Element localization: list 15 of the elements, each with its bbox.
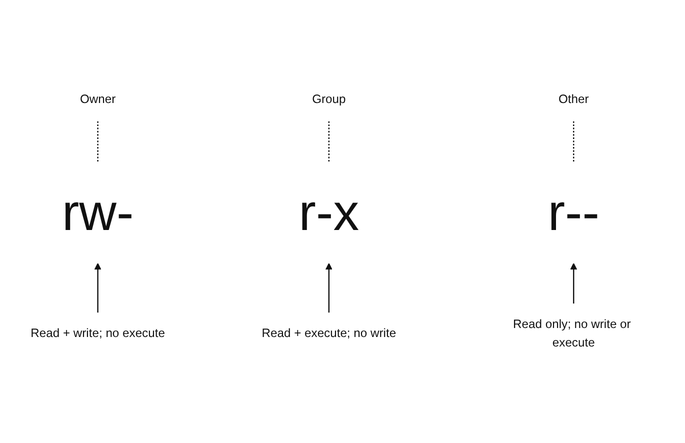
node-text: r-- (548, 183, 600, 242)
node-text: Other (558, 92, 589, 106)
node-text: Read only; no write or execute (513, 317, 631, 350)
node-text: r-x (298, 183, 360, 242)
arrow (94, 262, 102, 313)
connector (328, 121, 330, 162)
node-text: Group (312, 92, 346, 106)
node-text: rw- (62, 183, 134, 242)
connector (573, 121, 574, 162)
node-text: Read + execute; no write (262, 326, 396, 340)
node-text: Owner (80, 92, 116, 106)
arrow (570, 262, 578, 304)
node-text: Read + write; no execute (30, 326, 165, 340)
arrow (325, 262, 332, 313)
connector (97, 121, 98, 162)
